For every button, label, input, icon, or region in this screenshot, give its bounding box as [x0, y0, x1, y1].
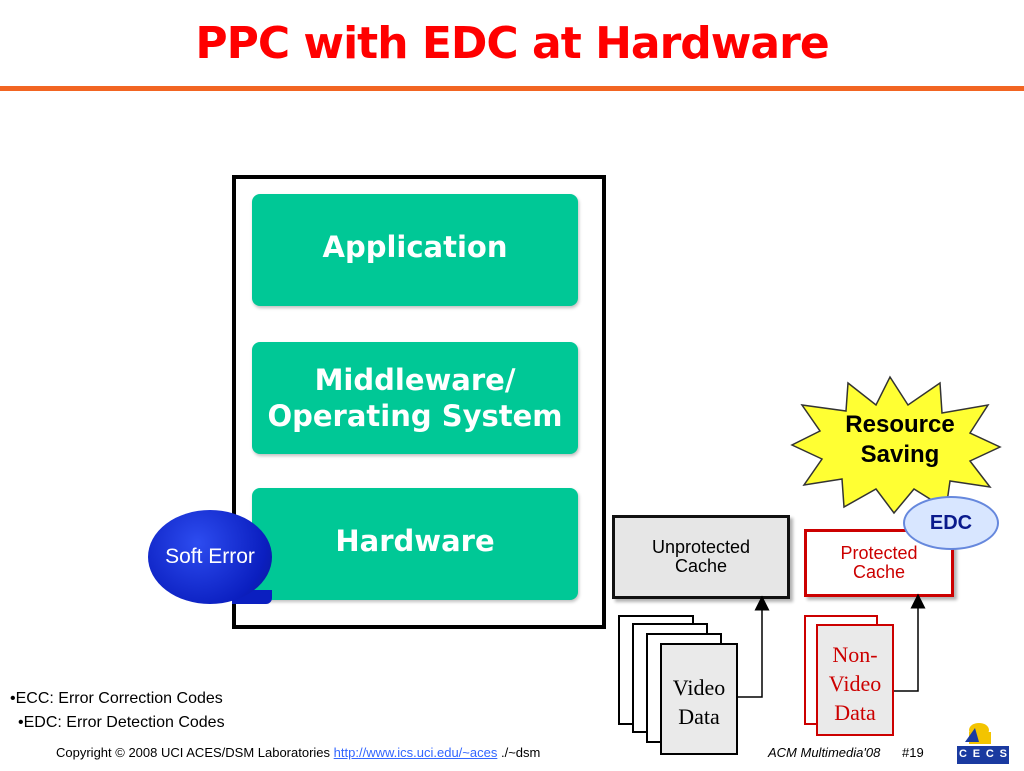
logo-letter-1: C	[959, 748, 967, 760]
nonvideo-data-line-1: Non-	[832, 642, 878, 667]
soft-error-bubble: Soft Error	[148, 510, 272, 604]
note-ecc: •ECC: Error Correction Codes	[10, 690, 223, 707]
nonvideo-data-line-3: Data	[834, 700, 876, 725]
video-data-line-1: Video	[672, 675, 726, 700]
edc-badge: EDC	[903, 496, 999, 550]
footer-copyright: Copyright © 2008 UCI ACES/DSM Laboratori…	[56, 745, 331, 760]
title-rule	[0, 86, 1024, 91]
software-stack-frame	[232, 175, 606, 629]
unprotected-cache-line-2: Cache	[674, 556, 728, 576]
protected-cache-line-2: Cache	[852, 562, 906, 582]
logo-letter-4: S	[999, 748, 1007, 760]
layer-hardware: Hardware	[252, 488, 578, 600]
video-data-page: Video Data	[660, 643, 738, 755]
burst-line-1: Resource	[845, 411, 955, 438]
layer-middleware-label-2: Operating System	[267, 399, 563, 433]
video-data-line-2: Data	[678, 704, 720, 729]
cecs-logo: C E C S	[955, 720, 1011, 766]
edc-label: EDC	[929, 511, 973, 534]
nonvideo-data-line-2: Video	[828, 671, 882, 696]
logo-letter-2: E	[972, 748, 981, 760]
slide-title: PPC with EDC at Hardware	[195, 18, 829, 69]
nonvideo-data-page: Non- Video Data	[816, 624, 894, 736]
protected-cache: Protected Cache	[804, 529, 954, 597]
protected-cache-line-1: Protected	[840, 543, 918, 563]
note-edc: •EDC: Error Detection Codes	[18, 714, 225, 731]
footer-link[interactable]: http://www.ics.uci.edu/~aces	[333, 745, 498, 760]
footer-venue: ACM Multimedia'08	[768, 745, 881, 760]
unprotected-cache: Unprotected Cache	[612, 515, 790, 599]
soft-error-label: Soft Error	[165, 545, 255, 568]
resource-saving-text: Resource Saving	[820, 410, 980, 470]
layer-middleware: Middleware/ Operating System	[252, 342, 578, 454]
logo-letter-3: C	[985, 748, 994, 760]
unprotected-cache-line-1: Unprotected	[651, 537, 751, 557]
video-to-unprotected-arrow	[738, 595, 770, 698]
layer-hardware-label: Hardware	[335, 524, 495, 558]
resource-saving-burst	[790, 375, 1002, 515]
burst-line-2: Saving	[860, 441, 940, 468]
nonvideo-to-protected-arrow	[894, 593, 926, 692]
layer-middleware-label-1: Middleware/	[314, 363, 516, 397]
footer-slide-number: #19	[902, 745, 924, 760]
layer-application-label: Application	[322, 230, 508, 264]
cecs-logo-icon	[957, 723, 1009, 764]
layer-application: Application	[252, 194, 578, 306]
footer-copyright-line: Copyright © 2008 UCI ACES/DSM Laboratori…	[56, 745, 540, 760]
cecs-logo-letters: C E C S	[959, 748, 1007, 760]
footer-suffix: ./~dsm	[500, 745, 541, 760]
